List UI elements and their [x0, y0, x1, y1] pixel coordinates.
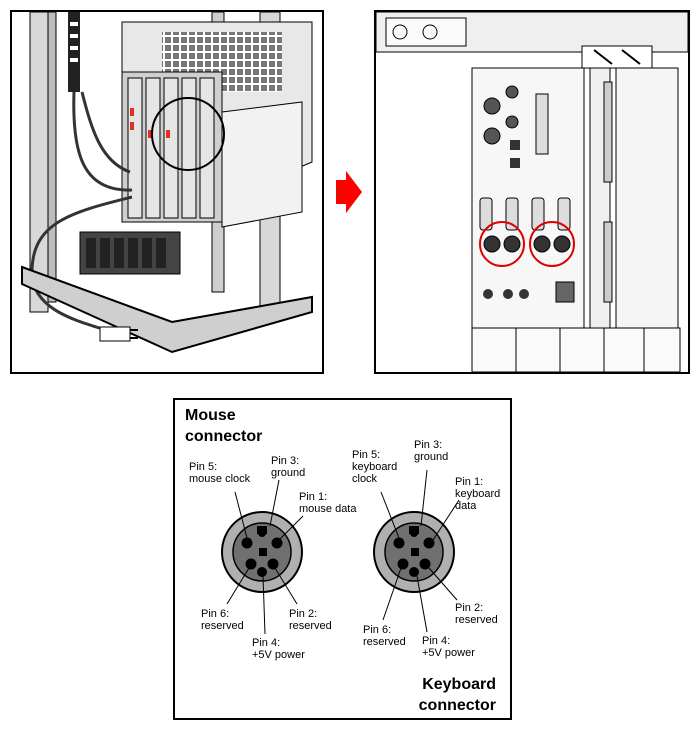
mouse-pin-1: [271, 537, 283, 549]
connector-drawings: [221, 469, 460, 635]
keyboard-pin4-label: Pin 4: +5V power: [422, 635, 475, 659]
rear-io-drawing: [376, 12, 688, 372]
power-distribution-unit: [79, 231, 181, 275]
mouse-pin5-label: Pin 5: mouse clock: [189, 461, 251, 485]
rack-illustration: [10, 10, 324, 374]
keyboard-pin5-label: Pin 5: keyboard clock: [352, 449, 398, 485]
mouse-connector-title-line1: Mouse: [185, 407, 236, 424]
keyboard-leader-lines: [380, 469, 460, 633]
mouse-leader-lines: [226, 479, 304, 635]
keyboard-port-highlight: [529, 221, 575, 267]
pin-diagram-panel: Mouse connector Pin 5: mouse clock Pin 3…: [173, 398, 512, 720]
keyboard-pin3-label: Pin 3: ground: [414, 439, 449, 463]
keyboard-connector-title-line2: connector: [418, 697, 496, 714]
mouse-connector-drawing: [221, 511, 303, 593]
rack-drawing: [21, 12, 313, 354]
keyboard-pin-6: [397, 558, 409, 570]
keyboard-pin2-label: Pin 2: reserved: [455, 602, 498, 626]
keyboard-connector-drawing: [373, 511, 455, 593]
keyboard-connector-title-line1: Keyboard: [422, 676, 496, 693]
mouse-pin-3: [258, 529, 266, 537]
keyboard-center-key: [411, 548, 419, 556]
mouse-pin1-label: Pin 1: mouse data: [299, 491, 357, 515]
power-plug: [99, 326, 138, 342]
rear-io-panel: [374, 10, 690, 374]
mouse-pin-5: [241, 537, 253, 549]
mouse-port-highlight: [479, 221, 525, 267]
keyboard-pin-4: [409, 567, 419, 577]
keyboard-pin-3: [410, 529, 418, 537]
keyboard-pin-1: [423, 537, 435, 549]
io-highlight-circle: [151, 97, 225, 171]
keyboard-pin6-label: Pin 6: reserved: [363, 624, 406, 648]
mouse-pin4-label: Pin 4: +5V power: [252, 637, 305, 661]
mouse-pin-2: [267, 558, 279, 570]
mouse-pin3-label: Pin 3: ground: [271, 455, 306, 479]
mouse-center-key: [259, 548, 267, 556]
keyboard-pin-5: [393, 537, 405, 549]
mouse-pin2-label: Pin 2: reserved: [289, 608, 332, 632]
mouse-pin6-label: Pin 6: reserved: [201, 608, 244, 632]
red-arrow-icon: [336, 171, 362, 213]
mouse-pin-6: [245, 558, 257, 570]
keyboard-pin1-label: Pin 1: keyboard data: [455, 476, 501, 512]
mouse-pin-4: [257, 567, 267, 577]
keyboard-pin-2: [419, 558, 431, 570]
mouse-connector-title-line2: connector: [185, 428, 263, 445]
